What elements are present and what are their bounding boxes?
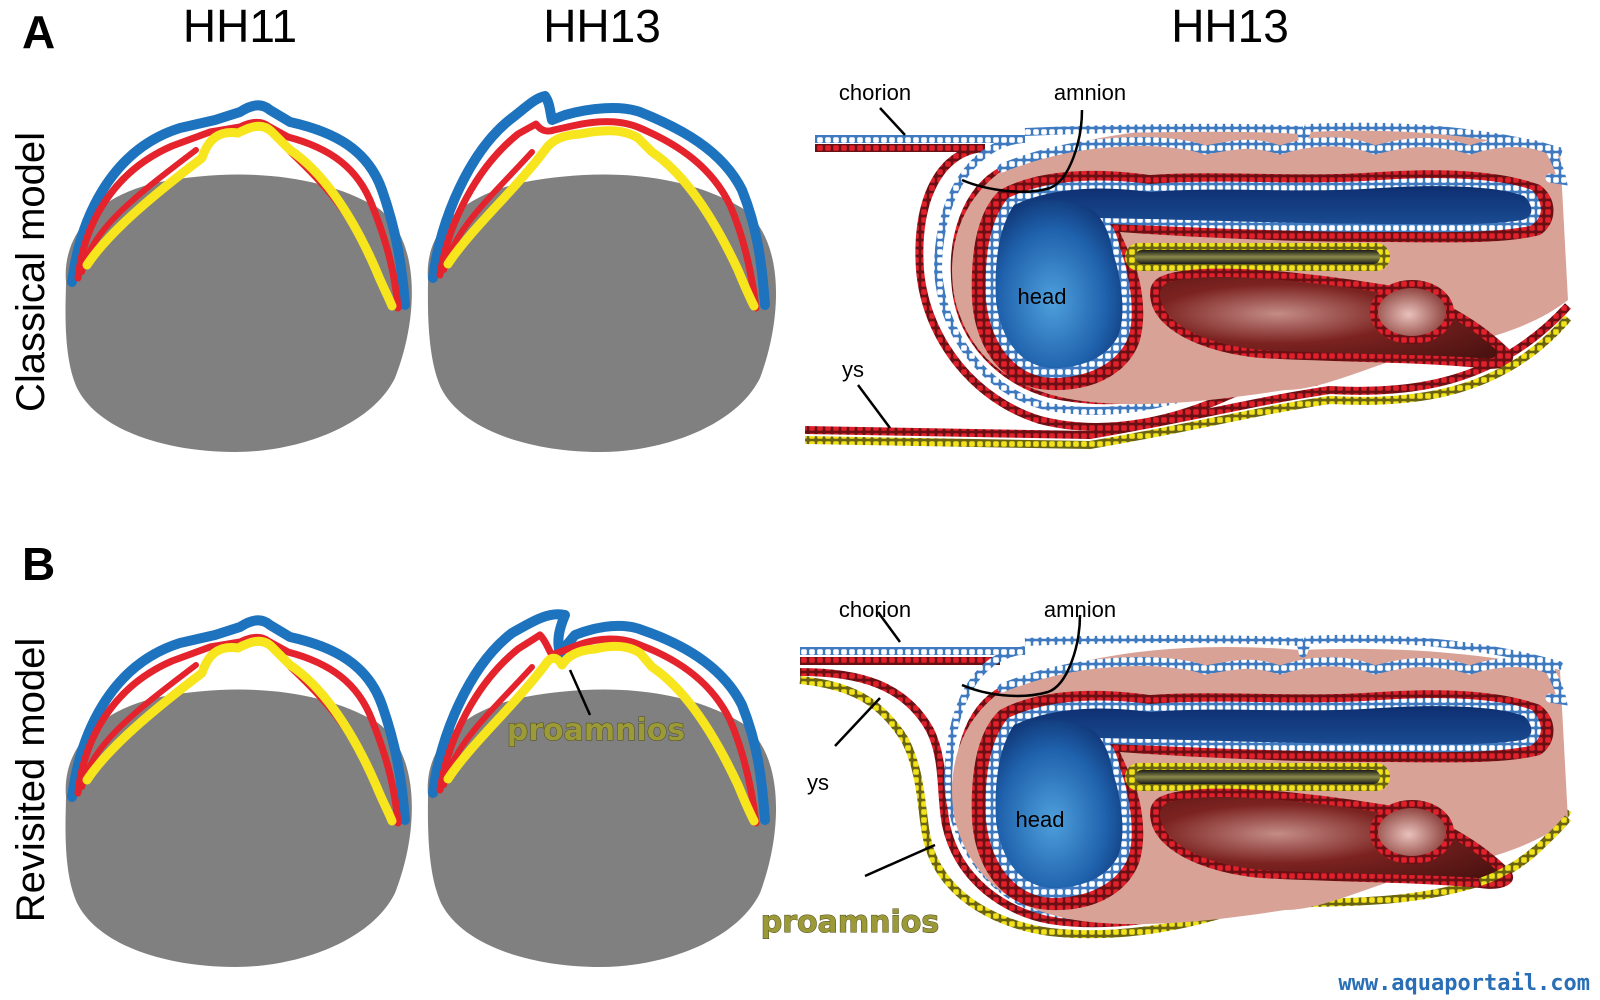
- model-label-classical: Classical model: [9, 132, 53, 412]
- sagittal-section-classical: chorion amnion ys head: [804, 80, 1568, 450]
- stage-label-hh13-cross: HH13: [543, 0, 661, 52]
- label-chorion-b: chorion: [839, 597, 911, 622]
- sagittal-section-revisited: chorion amnion ys head: [799, 597, 1568, 939]
- label-proamnios-sagittal: proamnios: [761, 905, 940, 940]
- cross-section-hh13-revisited: [427, 609, 777, 967]
- cross-section-hh11: [66, 105, 412, 452]
- label-proamnios-cross: proamnios: [507, 713, 686, 748]
- label-amnion-a: amnion: [1054, 80, 1126, 105]
- label-chorion-a: chorion: [839, 80, 911, 105]
- panel-letter-a: A: [22, 6, 55, 58]
- label-ys-b: ys: [807, 770, 829, 795]
- label-ys-a: ys: [842, 357, 864, 382]
- label-head-a: head: [1018, 284, 1067, 309]
- watermark: www.aquaportail.com: [1338, 971, 1590, 996]
- cross-section-hh13: [428, 96, 776, 452]
- label-amnion-b: amnion: [1044, 597, 1116, 622]
- label-head-b: head: [1016, 807, 1065, 832]
- model-label-revisited: Revisited model: [9, 638, 53, 923]
- panel-a: A HH11 HH13 HH13 Classical model chorion: [9, 0, 1568, 452]
- panel-b: B Revisited model proamnios: [9, 538, 1568, 967]
- stage-label-hh13-sagittal: HH13: [1171, 0, 1289, 52]
- panel-letter-b: B: [22, 538, 55, 590]
- stage-label-hh11: HH11: [183, 0, 297, 52]
- cross-section-hh11-revisited: [66, 620, 412, 967]
